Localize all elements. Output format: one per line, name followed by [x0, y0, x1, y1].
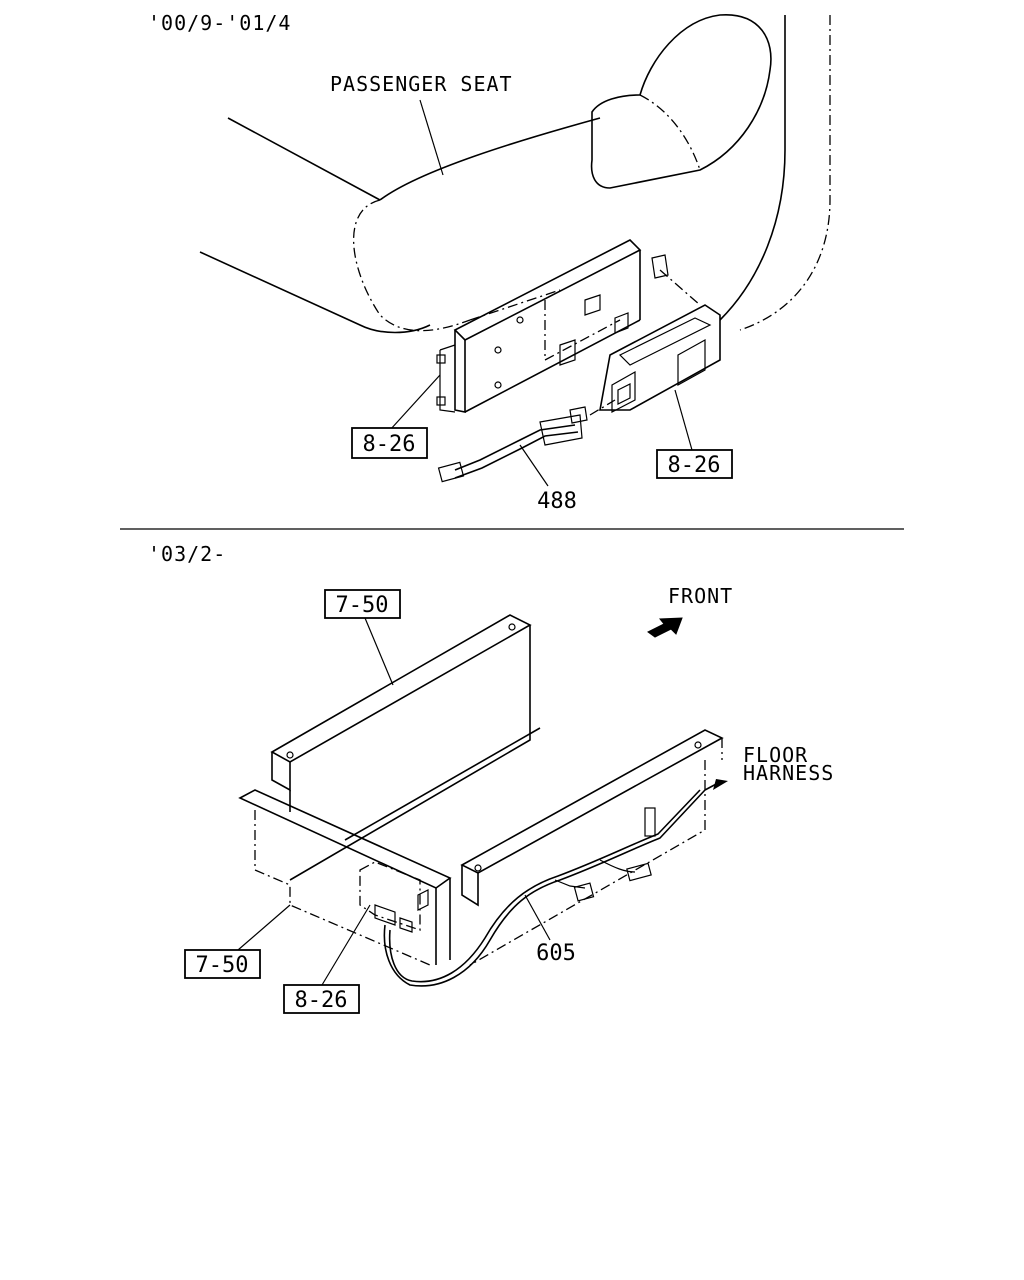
side-panel — [270, 614, 541, 881]
top-ref-right: 8-26 — [656, 389, 733, 479]
svg-text:FRONT: FRONT — [668, 584, 733, 608]
passenger-seat-label: PASSENGER SEAT — [330, 72, 513, 96]
svg-text:8-26: 8-26 — [295, 988, 348, 1013]
bottom-diagram: '03/2- FRONT — [148, 542, 834, 1014]
top-period-label: '00/9-'01/4 — [148, 11, 291, 35]
part-488-callout: 488 — [519, 444, 577, 514]
svg-text:605: 605 — [536, 941, 576, 966]
svg-text:8-26: 8-26 — [668, 453, 721, 478]
harness-605 — [383, 779, 728, 987]
svg-text:488: 488 — [537, 489, 577, 514]
seat-back-outline — [590, 14, 831, 331]
base-tray — [238, 729, 724, 966]
floor-harness-label-1: FLOOR — [743, 743, 808, 767]
control-module — [599, 304, 721, 413]
svg-text:7-50: 7-50 — [196, 953, 249, 978]
bottom-ref-top: 7-50 — [324, 589, 401, 686]
bottom-ref-bottom: 8-26 — [283, 904, 371, 1014]
seat-bracket — [436, 239, 701, 413]
front-indicator: FRONT — [647, 584, 733, 638]
top-diagram: '00/9-'01/4 PASSENGER SEAT — [148, 11, 831, 514]
top-ref-left: 8-26 — [351, 374, 441, 459]
seat-cushion-outline — [199, 117, 601, 334]
bottom-ref-left: 7-50 — [184, 904, 291, 979]
part-605-callout: 605 — [524, 894, 576, 966]
front-arrow-icon — [647, 617, 683, 638]
control-unit — [359, 861, 421, 933]
svg-text:7-50: 7-50 — [336, 593, 389, 618]
bottom-period-label: '03/2- — [148, 542, 226, 566]
svg-text:8-26: 8-26 — [363, 432, 416, 457]
floor-harness-label-2: HARNESS — [743, 761, 834, 785]
